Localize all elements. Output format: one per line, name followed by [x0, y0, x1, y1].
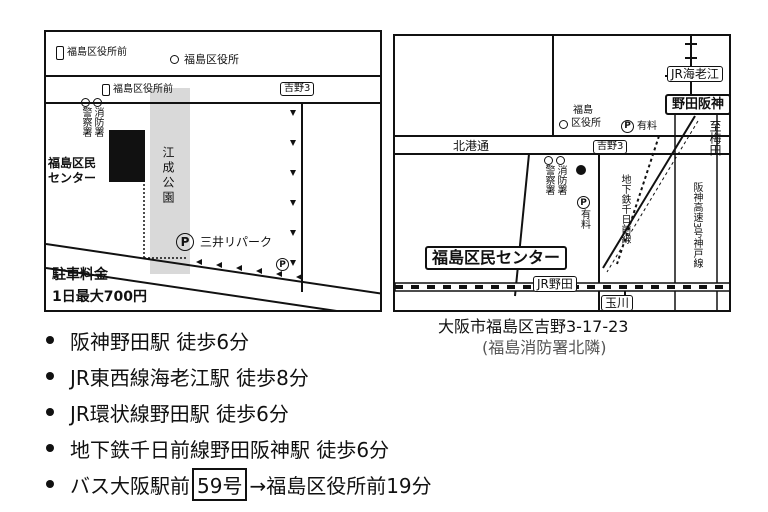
bullet-icon: [46, 336, 54, 344]
bullet-icon: [46, 444, 54, 452]
address-note: (福島消防署北隣): [482, 338, 607, 357]
ward-office-left: 福島区役所: [170, 54, 239, 65]
parking-icon: P: [176, 233, 194, 251]
access-item: 地下鉄千日前線野田阪神駅 徒歩6分: [46, 430, 432, 466]
access-item: バス大阪駅前 59号 →福島区役所前19分: [46, 466, 432, 502]
tamagawa-label: 玉川: [601, 295, 634, 310]
bullet-icon: [46, 372, 54, 380]
road-upper: [46, 102, 380, 104]
fee-detail: 1日最大700円: [52, 289, 147, 305]
parking-left: P 三井リパーク: [176, 233, 272, 251]
access-item: JR東西線海老江駅 徒歩8分: [46, 358, 432, 394]
parking-right-2: P 有料: [577, 196, 590, 229]
police-icon: [80, 98, 90, 107]
park-label: 江成公園: [161, 146, 175, 206]
police-marker: 警察署: [80, 98, 91, 137]
center-name-left: 福島区民センター: [48, 156, 97, 185]
address: 大阪市福島区吉野3-17-23: [438, 317, 629, 336]
fire-icon: [555, 156, 565, 165]
hanshin-expressway-label: 阪神高速3号神戸線: [691, 182, 702, 269]
yoshino-sign-right: 吉野3: [593, 140, 628, 154]
road-top: [46, 75, 380, 77]
center-name-right: 福島区民センター: [425, 246, 568, 270]
fire-icon: [92, 98, 102, 107]
bus-stop-top: 福島区役所前: [56, 46, 127, 60]
parking-icon: P: [577, 196, 590, 209]
jr-ebie-label: JR海老江: [667, 66, 723, 82]
jr-noda-label: JR野田: [533, 276, 577, 292]
kitako-dori-label: 北港通: [453, 139, 490, 153]
left-map-lines: [46, 110, 380, 310]
noda-hanshin-label: 野田阪神: [665, 94, 729, 115]
parking-right: P 有料: [621, 120, 657, 133]
subway-line-label: 地下鉄千日前線: [619, 174, 630, 244]
police-marker-right: 警察署: [543, 156, 554, 195]
parking-icon-small: P: [276, 258, 289, 271]
road-vertical-right: [301, 102, 303, 292]
ward-office-icon: [170, 55, 179, 64]
ward-office-right: 福島 区役所: [559, 106, 601, 129]
to-umeda-label: 至梅田: [708, 120, 722, 156]
access-list: 阪神野田駅 徒歩6分 JR東西線海老江駅 徒歩8分 JR環状線野田駅 徒歩6分 …: [46, 322, 432, 502]
left-map: 福島区役所前 福島区役所 福島区役所前 吉野3 警察署 消防署 福島区民センター…: [44, 30, 382, 312]
center-building: [109, 130, 145, 182]
bus-stop-mid: 福島区役所前: [102, 84, 173, 96]
bus-stop-icon: [56, 46, 64, 60]
access-item: JR環状線野田駅 徒歩6分: [46, 394, 432, 430]
bus-number: 59号: [192, 467, 248, 501]
access-item: 阪神野田駅 徒歩6分: [46, 322, 432, 358]
police-icon: [543, 156, 553, 165]
parking-icon: P: [621, 120, 634, 133]
ward-office-icon: [559, 119, 568, 129]
right-map: JR海老江 野田阪神 至梅田 福島 区役所 P 有料 北港通 吉野3 警察署 消…: [393, 34, 731, 312]
bullet-icon: [46, 408, 54, 416]
fee-title: 駐車料金: [52, 267, 108, 283]
bus-stop-icon: [102, 84, 110, 96]
fire-marker-right: 消防署: [555, 156, 566, 195]
fire-marker: 消防署: [92, 98, 103, 137]
bullet-icon: [46, 480, 54, 488]
yoshino-sign-left: 吉野3: [280, 82, 315, 96]
